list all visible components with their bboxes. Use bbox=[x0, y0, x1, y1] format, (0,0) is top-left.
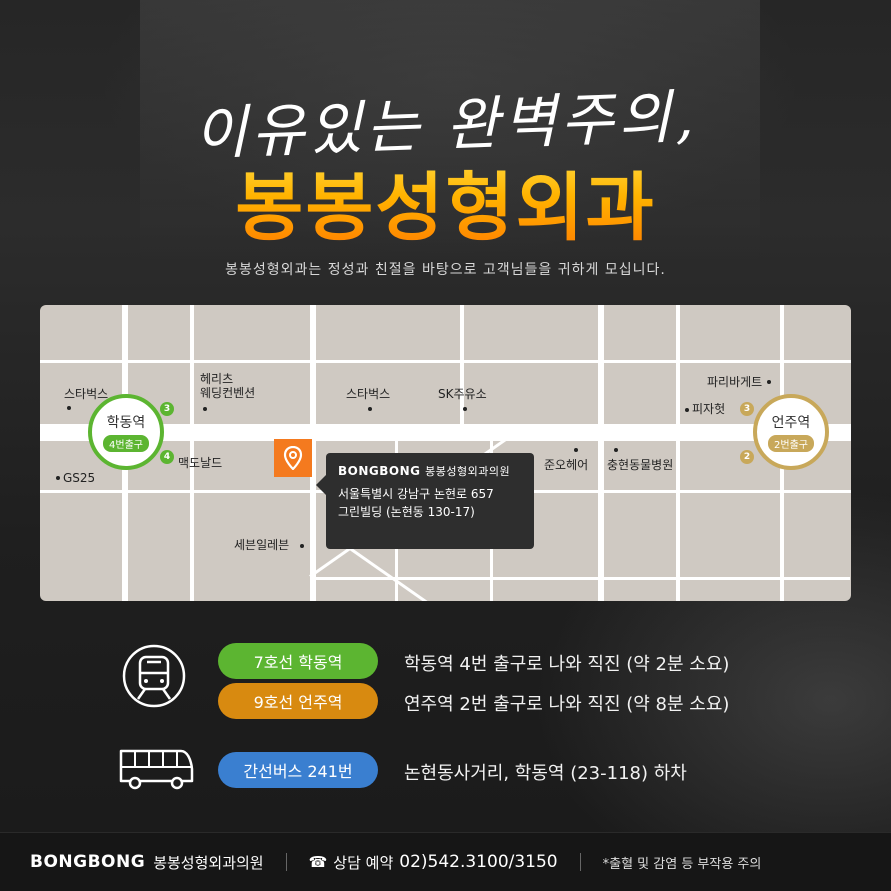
phone-icon: ☎ bbox=[308, 853, 328, 871]
map-dot bbox=[67, 406, 71, 410]
map-label-junohair: 준오헤어 bbox=[544, 458, 589, 472]
station-name: 학동역 bbox=[106, 415, 146, 431]
map-dot bbox=[300, 544, 304, 548]
map-label-heritz: 헤리츠 bbox=[200, 372, 234, 386]
exit-badge: 3 bbox=[740, 402, 754, 416]
subway-icon bbox=[121, 643, 187, 713]
map-label-starbucks: 스타벅스 bbox=[64, 387, 109, 401]
transit-line9-desc: 연주역 2번 출구로 나와 직진 (약 8분 소요) bbox=[404, 694, 730, 715]
map-dot bbox=[368, 407, 372, 411]
footer-brand-kr: 봉봉성형외과의원 bbox=[153, 853, 264, 872]
info-address: 서울특별시 강남구 논현로 657 그린빌딩 (논현동 130-17) bbox=[338, 487, 494, 519]
main-title: 봉봉성형외과 bbox=[0, 148, 891, 255]
footer: BONGBONG 봉봉성형외과의원 ☎ 상담 예약 02)542.3100/31… bbox=[0, 832, 891, 891]
phone-number: 02)542.3100/3150 bbox=[399, 852, 558, 872]
exit-badge: 4 bbox=[160, 450, 174, 464]
location-map: 스타벅스 헤리츠 웨딩컨벤션 스타벅스 SK주유소 파리바게트 피자헛 GS25… bbox=[40, 305, 851, 601]
exit-badge: 3 bbox=[160, 402, 174, 416]
road bbox=[190, 305, 194, 601]
map-dot bbox=[56, 476, 60, 480]
map-label-sk: SK주유소 bbox=[438, 387, 487, 401]
subtitle: 봉봉성형외과는 정성과 친절을 바탕으로 고객님들을 귀하게 모십니다. bbox=[225, 262, 666, 278]
exit-badge: 2 bbox=[740, 450, 754, 464]
background-sign bbox=[140, 0, 760, 270]
station-eonju[interactable]: 언주역 2번출구 bbox=[753, 394, 829, 470]
road bbox=[310, 577, 850, 580]
footer-brand: BONGBONG bbox=[30, 852, 146, 872]
transit-line7-pill: 7호선 학동역 bbox=[218, 643, 378, 679]
footer-phone[interactable]: ☎ 상담 예약 02)542.3100/3150 bbox=[309, 852, 558, 873]
transit-bus-pill: 간선버스 241번 bbox=[218, 752, 378, 788]
map-dot bbox=[463, 407, 467, 411]
location-pin-icon[interactable] bbox=[274, 439, 312, 477]
road bbox=[40, 360, 851, 363]
map-dot bbox=[685, 408, 689, 412]
station-name: 언주역 bbox=[771, 415, 811, 431]
map-dot bbox=[614, 448, 618, 452]
map-dot bbox=[203, 407, 207, 411]
main-road bbox=[40, 424, 851, 441]
footer-divider bbox=[285, 853, 287, 871]
station-exit: 2번출구 bbox=[768, 435, 814, 452]
map-label-wedding: 웨딩컨벤션 bbox=[200, 386, 256, 400]
footer-note: *출혈 및 감염 등 부작용 주의 bbox=[602, 856, 762, 872]
map-label-mcdonald: 맥도날드 bbox=[178, 456, 223, 470]
road bbox=[310, 305, 316, 601]
map-dot bbox=[574, 448, 578, 452]
address-info-box: BONGBONG 봉봉성형외과의원 서울특별시 강남구 논현로 657 그린빌딩… bbox=[316, 453, 534, 549]
map-label-seven: 세븐일레븐 bbox=[234, 538, 290, 552]
map-label-paris: 파리바게트 bbox=[707, 375, 763, 389]
transit-line7-desc: 학동역 4번 출구로 나와 직진 (약 2분 소요) bbox=[404, 654, 730, 675]
map-label-pizza: 피자헛 bbox=[692, 402, 726, 416]
map-dot bbox=[767, 380, 771, 384]
road bbox=[460, 305, 464, 424]
map-label-starbucks-mid: 스타벅스 bbox=[346, 387, 391, 401]
info-brand: BONGBONG 봉봉성형외과의원 bbox=[338, 464, 511, 478]
footer-divider bbox=[579, 853, 581, 871]
station-exit: 4번출구 bbox=[103, 435, 149, 452]
station-hakdong[interactable]: 학동역 4번출구 bbox=[88, 394, 164, 470]
map-label-gs25: GS25 bbox=[63, 471, 96, 485]
transit-bus-desc: 논현동사거리, 학동역 (23-118) 하차 bbox=[404, 763, 687, 784]
map-label-animal: 충현동물병원 bbox=[607, 458, 674, 472]
road bbox=[676, 305, 680, 601]
road bbox=[598, 305, 604, 601]
road bbox=[339, 540, 489, 601]
transit-line9-pill: 9호선 언주역 bbox=[218, 683, 378, 719]
bus-icon bbox=[115, 745, 195, 797]
phone-label: 상담 예약 bbox=[333, 853, 394, 872]
